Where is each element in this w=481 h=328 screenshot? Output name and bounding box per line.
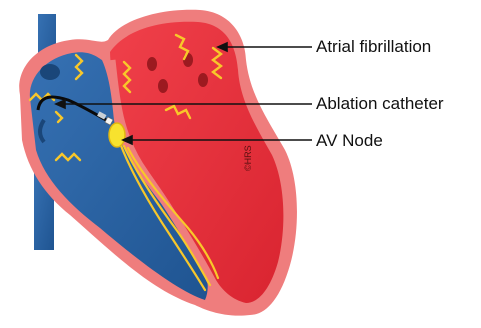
label-av-node: AV Node xyxy=(316,131,383,151)
label-atrial-fibrillation: Atrial fibrillation xyxy=(316,37,431,57)
pulmonary-vein xyxy=(158,79,168,93)
copyright-watermark: ©HRS xyxy=(243,145,253,171)
atrium-opening xyxy=(40,64,60,80)
pulmonary-vein xyxy=(147,57,157,71)
av-node-icon xyxy=(109,123,125,147)
pulmonary-vein xyxy=(198,73,208,87)
label-ablation-catheter: Ablation catheter xyxy=(316,94,444,114)
